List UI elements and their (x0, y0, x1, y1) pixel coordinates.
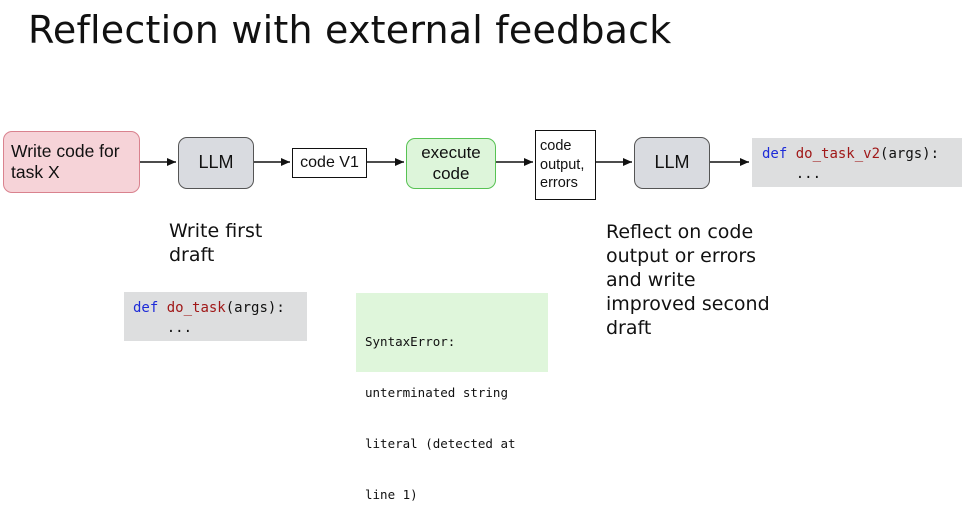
code-keyword: def (762, 146, 788, 162)
error-line: unterminated string (365, 385, 508, 400)
code-body: ... (133, 320, 193, 336)
slide-title: Reflection with external feedback (28, 8, 672, 52)
function-args: (args): (225, 300, 285, 316)
output-line: output, (540, 156, 585, 173)
error-line: SyntaxError: (365, 334, 456, 349)
error-line: literal (detected at (365, 436, 516, 451)
syntax-error-output: SyntaxError: unterminated string literal… (356, 293, 548, 502)
code-body: ... (762, 166, 822, 182)
caption-first-draft: Write first draft (169, 220, 263, 266)
error-line: line 1) (365, 487, 418, 502)
task-node: Write code for task X (3, 131, 140, 193)
function-name: do_task_v2 (795, 146, 881, 162)
caption-reflect: Reflect on code output or errors and wri… (606, 221, 770, 339)
flow-arrows (140, 158, 749, 166)
code-keyword: def (133, 300, 159, 316)
llm-node-first: LLM (178, 137, 254, 189)
code-output-errors-node: code output, errors (535, 130, 596, 200)
function-name: do_task (166, 300, 226, 316)
code-v2-snippet: def do_task_v2(args): ... (752, 138, 962, 187)
code-v1-node: code V1 (292, 148, 367, 178)
output-line: errors (540, 175, 578, 192)
function-args: (args): (880, 146, 940, 162)
output-line: code (540, 138, 572, 155)
code-v1-snippet: def do_task(args): ... (124, 292, 307, 341)
llm-node-second: LLM (634, 137, 710, 189)
execute-code-node: execute code (406, 138, 496, 189)
